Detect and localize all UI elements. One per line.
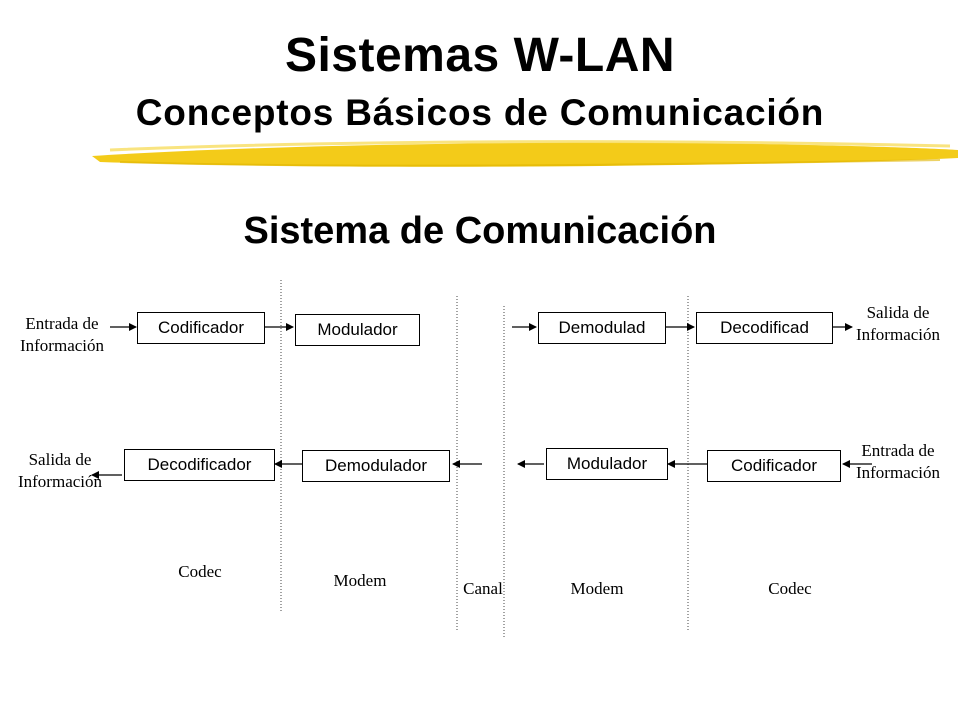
slide-title: Sistemas W-LAN: [284, 29, 676, 82]
section-label-modem-left: Modem: [333, 571, 387, 590]
bottom-output-label: Salida de Información: [17, 450, 103, 491]
block-decodificador-rx: Decodificad: [696, 312, 833, 344]
section-label-codec-right: Codec: [768, 579, 812, 598]
diagram-title: Sistema de Comunicación: [243, 210, 717, 252]
top-input-label: Entrada de Información: [19, 314, 105, 355]
block-decodificador-b: Decodificador: [124, 449, 275, 481]
top-output-label: Salida de Información: [855, 303, 941, 344]
highlighter-stroke: [92, 140, 958, 167]
block-demodulador-rx: Demodulad: [538, 312, 666, 344]
bottom-input-label: Entrada de Información: [855, 441, 941, 482]
block-codificador-b: Codificador: [707, 450, 841, 482]
block-demodulador-b: Demodulador: [302, 450, 450, 482]
block-codificador-tx: Codificador: [137, 312, 265, 344]
block-modulador-b: Modulador: [546, 448, 668, 480]
section-label-modem-right: Modem: [570, 579, 624, 598]
section-label-codec-left: Codec: [178, 562, 222, 581]
block-modulador-tx: Modulador: [295, 314, 420, 346]
slide-subtitle: Conceptos Básicos de Comunicación: [135, 92, 825, 133]
section-label-canal: Canal: [463, 579, 503, 598]
